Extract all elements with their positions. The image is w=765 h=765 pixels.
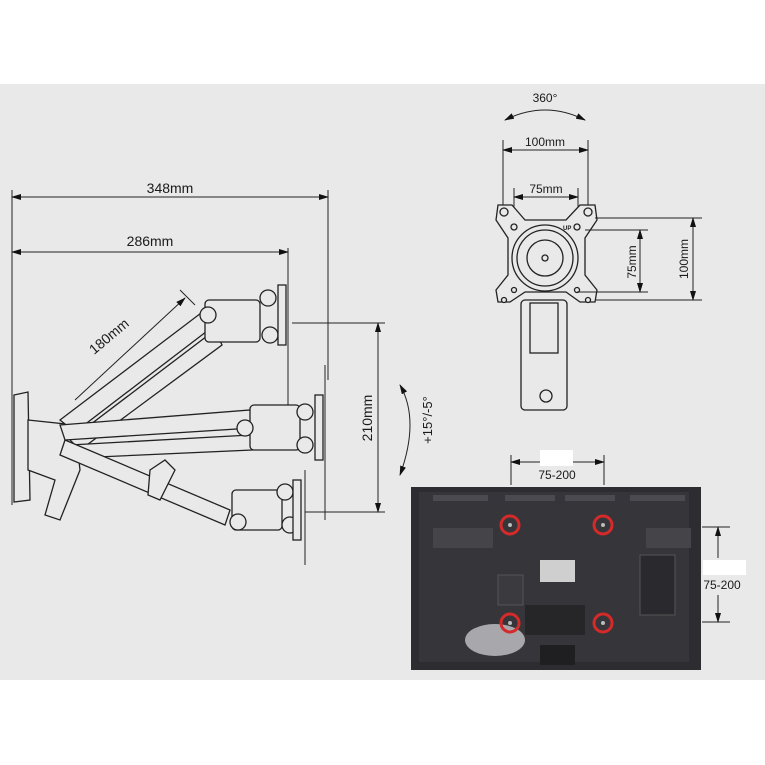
- side-view: 348mm 286mm 180mm: [11, 180, 435, 565]
- inner-height-label: 75mm: [625, 245, 639, 278]
- mount-hole-bottom-right: [592, 612, 614, 634]
- tilt-arc-icon: [399, 384, 411, 476]
- total-reach-label: 348mm: [147, 180, 194, 196]
- tv-back-photo: 75-200 75-200: [411, 450, 746, 670]
- tilt-label: +15°/-5°: [420, 396, 435, 444]
- rotation-arc-icon: [504, 109, 586, 121]
- outer-height-label: 100mm: [677, 239, 691, 279]
- vertical-range-label: 75-200: [703, 578, 741, 592]
- up-label: UP: [563, 226, 571, 232]
- outer-width-label: 100mm: [525, 135, 565, 149]
- mount-hole-top-left: [499, 514, 521, 536]
- dimension-180: [74, 297, 186, 401]
- inner-width-label: 75mm: [529, 182, 562, 196]
- wall-plate: [13, 391, 31, 503]
- mount-hole-top-right: [592, 514, 614, 536]
- horizontal-range-label: 75-200: [538, 468, 576, 482]
- tv-label-sticker: [540, 560, 575, 582]
- plate-reach-label: 286mm: [127, 233, 174, 249]
- vesa-plate-view: 360° 100mm 75mm UP 75mm 100mm: [495, 91, 702, 411]
- mount-hole-bottom-left: [499, 612, 521, 634]
- rotation-label: 360°: [533, 91, 558, 105]
- height-adjust-label: 210mm: [359, 395, 375, 442]
- arm-lower: [59, 439, 231, 526]
